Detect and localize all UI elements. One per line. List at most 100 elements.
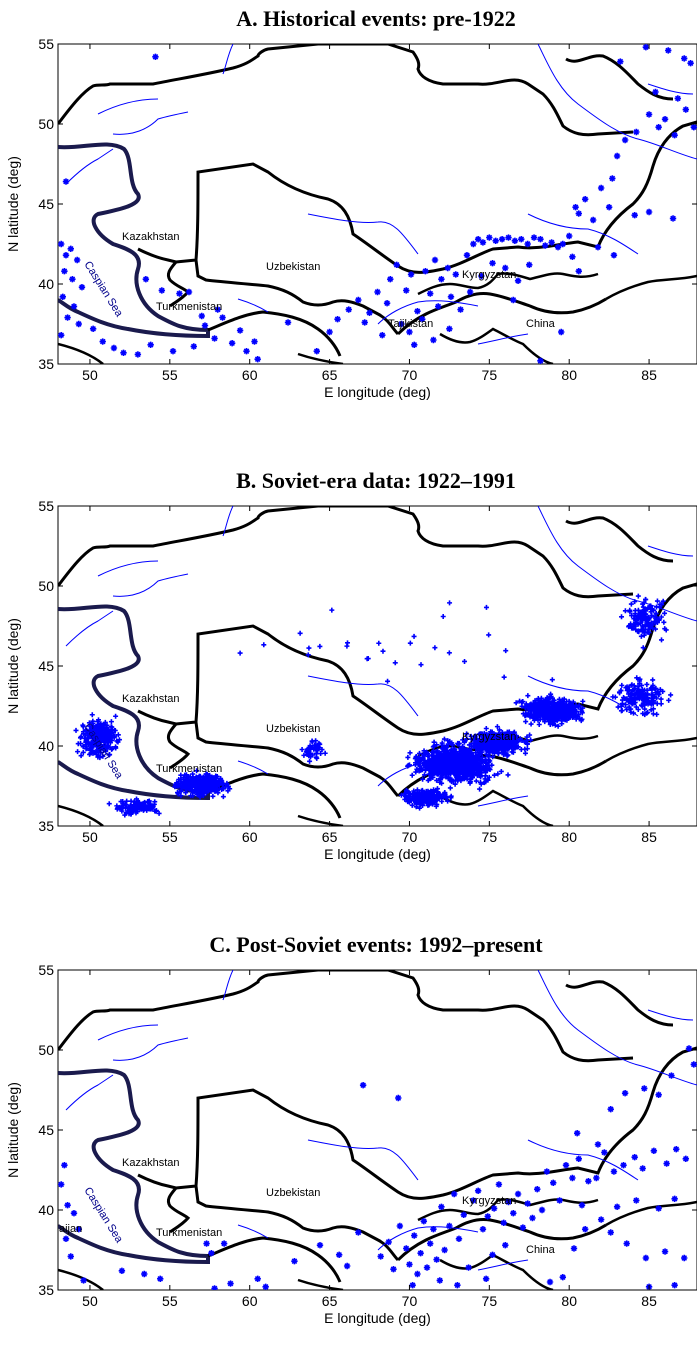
event-marker [403,1245,410,1252]
event-marker [605,204,613,211]
event-marker [690,124,697,131]
label-turkmenistan: Turkmenistan [156,301,222,313]
event-marker [419,756,425,762]
event-marker [594,1141,602,1148]
event-marker [452,271,459,278]
event-marker [559,240,567,248]
event-marker [506,744,512,750]
panel-a-title: A. Historical events: pre-1922 [236,6,515,31]
event-marker [633,128,640,136]
event-marker [425,753,431,759]
event-marker [58,240,65,248]
event-marker [355,1229,362,1236]
event-marker [642,1254,650,1262]
event-marker [421,752,427,758]
event-marker [393,261,400,268]
event-marker [444,768,450,774]
y-tick-label: 40 [38,276,54,292]
event-marker [633,1197,640,1204]
event-marker [650,1147,658,1154]
event-marker [67,1253,74,1260]
event-marker [639,1165,646,1172]
event-marker [390,1266,397,1273]
event-marker [487,767,493,773]
event-marker [407,750,413,756]
event-marker [444,264,451,272]
event-marker [435,303,442,310]
event-marker [453,760,459,766]
event-marker [456,758,462,764]
event-marker [442,751,448,757]
event-marker [665,47,672,54]
event-marker [613,152,621,160]
event-marker [483,757,489,763]
event-marker [522,750,528,756]
event-marker [377,1253,384,1260]
event-marker [661,116,669,123]
event-marker [449,777,455,783]
event-marker [505,234,512,241]
y-tick-label: 40 [38,738,54,754]
event-marker [185,288,193,296]
event-marker [554,244,562,251]
event-marker [524,734,530,740]
event-marker [500,1219,507,1226]
event-marker [407,271,415,278]
event-marker [457,306,464,313]
event-marker [477,779,483,785]
event-marker [446,325,453,332]
event-marker [343,1262,351,1270]
event-marker [219,314,226,321]
y-tick-label: 35 [38,1282,54,1298]
event-marker [395,1094,402,1102]
event-marker [456,740,462,746]
event-marker [472,760,478,766]
y-tick-label: 35 [38,818,54,834]
event-marker [470,240,477,248]
event-marker [430,336,437,344]
x-tick-label: 60 [242,829,258,845]
event-marker [569,1174,576,1182]
event-marker [671,132,678,139]
event-marker [176,290,183,297]
event-marker [70,1210,78,1217]
event-marker [334,316,341,323]
event-marker [511,730,517,736]
event-marker [466,750,472,756]
event-marker [446,1222,453,1230]
event-marker [75,320,82,328]
event-marker [524,746,530,752]
x-tick-label: 65 [322,1293,338,1309]
event-marker [58,332,65,339]
event-marker [473,778,479,784]
event-marker [134,351,142,358]
event-marker [482,1275,490,1282]
event-marker [62,178,70,185]
event-marker [467,770,473,776]
event-marker [537,357,544,364]
event-marker [486,774,492,780]
x-tick-label: 55 [162,367,178,383]
event-marker [578,1202,586,1209]
event-marker [467,765,473,771]
event-marker [460,746,466,752]
y-tick-label: 40 [38,1202,54,1218]
event-marker [548,239,555,246]
event-marker [528,737,534,743]
y-tick-label: 55 [38,498,54,514]
event-marker [417,1250,424,1257]
event-marker [451,766,457,772]
event-marker [690,1061,697,1068]
event-marker [61,268,68,275]
x-tick-label: 55 [162,829,178,845]
event-marker [652,88,659,96]
event-marker [220,1240,228,1247]
event-marker [581,1226,589,1233]
event-marker [550,1179,557,1186]
event-marker [623,1240,630,1247]
event-marker [449,742,455,748]
event-marker [69,276,76,283]
y-tick-label: 45 [38,658,54,674]
event-marker [631,1154,638,1161]
